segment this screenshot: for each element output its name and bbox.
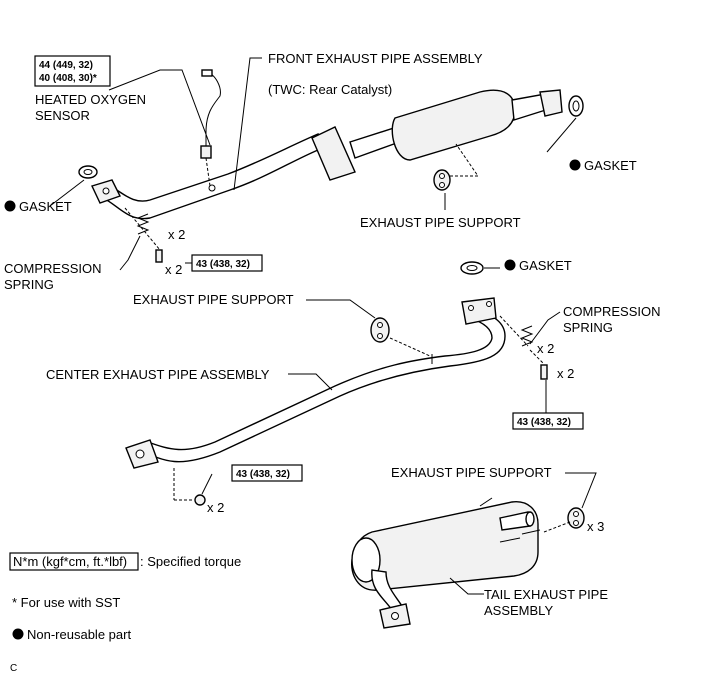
- label-twc-rear-catalyst: (TWC: Rear Catalyst): [268, 82, 392, 97]
- qty-tail-support: x 3: [587, 519, 604, 534]
- label-heated-oxygen-sensor-1: HEATED OXYGEN: [35, 92, 146, 107]
- qty-front-spring: x 2: [168, 227, 185, 242]
- label-gasket-center: GASKET: [519, 258, 572, 273]
- legend-non-reusable: Non-reusable part: [27, 627, 131, 642]
- front-exhaust-pipe-assembly: [91, 89, 563, 220]
- torque-oxygen-sensor-2: 40 (408, 30)*: [39, 73, 97, 84]
- torque-box-center-bolts: [512, 412, 584, 430]
- label-exhaust-pipe-support-front: EXHAUST PIPE SUPPORT: [360, 215, 521, 230]
- label-compression-spring-left-2: SPRING: [4, 277, 54, 292]
- legend-torque-desc: : Specified torque: [140, 554, 241, 569]
- torque-center-nuts: 43 (438, 32): [236, 469, 290, 480]
- figure-code: C: [10, 663, 17, 674]
- legend-torque-units: N*m (kgf*cm, ft.*lbf): [13, 554, 127, 569]
- label-center-exhaust-pipe-assembly: CENTER EXHAUST PIPE ASSEMBLY: [46, 367, 270, 382]
- label-compression-spring-left-1: COMPRESSION: [4, 261, 102, 276]
- torque-front-bolts: 43 (438, 32): [196, 259, 250, 270]
- label-tail-exhaust-pipe-1: TAIL EXHAUST PIPE: [484, 587, 608, 602]
- qty-center-bolt: x 2: [557, 366, 574, 381]
- gasket-front-right-leader: [546, 117, 577, 153]
- label-heated-oxygen-sensor-2: SENSOR: [35, 108, 90, 123]
- gasket-front-right-part: [568, 95, 584, 117]
- label-exhaust-pipe-support-center: EXHAUST PIPE SUPPORT: [133, 292, 294, 307]
- non-reusable-bullet-icon: [12, 628, 24, 640]
- exhaust-pipe-support-tail-part: [567, 507, 585, 529]
- label-gasket-front-left: GASKET: [19, 199, 72, 214]
- non-reusable-bullet-icon: [569, 159, 581, 171]
- legend: N*m (kgf*cm, ft.*lbf) : Specified torque…: [9, 552, 241, 642]
- label-tail-exhaust-pipe-2: ASSEMBLY: [484, 603, 553, 618]
- legend-torque-box: [9, 552, 139, 571]
- torque-box-center-nuts: [231, 464, 303, 482]
- torque-center-bolts: 43 (438, 32): [517, 417, 571, 428]
- non-reusable-bullet-icon: [4, 200, 16, 212]
- heated-oxygen-sensor: [200, 69, 221, 187]
- label-gasket-front-right: GASKET: [584, 158, 637, 173]
- qty-center-spring: x 2: [537, 341, 554, 356]
- label-exhaust-pipe-support-tail: EXHAUST PIPE SUPPORT: [391, 465, 552, 480]
- center-nut: [194, 494, 206, 506]
- gasket-front-left-leader: [49, 179, 85, 207]
- label-front-exhaust-pipe-assembly: FRONT EXHAUST PIPE ASSEMBLY: [268, 51, 483, 66]
- gasket-front-left-part: [78, 165, 98, 179]
- qty-center-nut: x 2: [207, 500, 224, 515]
- center-spring-bolt: [499, 315, 548, 380]
- gasket-center-part: [460, 261, 484, 275]
- torque-oxygen-sensor-1: 44 (449, 32): [39, 60, 93, 71]
- tail-exhaust-pipe-assembly: [351, 497, 541, 629]
- legend-sst-note: * For use with SST: [12, 595, 120, 610]
- non-reusable-bullet-icon: [504, 259, 516, 271]
- front-spring-bolt: [124, 207, 163, 263]
- center-exhaust-pipe-assembly: [125, 297, 506, 469]
- exhaust-pipe-support-front-part: [433, 169, 451, 191]
- torque-box-oxygen-sensor: [34, 55, 111, 87]
- qty-front-bolt: x 2: [165, 262, 182, 277]
- label-compression-spring-right-1: COMPRESSION: [563, 304, 661, 319]
- exhaust-pipe-support-center-part: [370, 317, 390, 343]
- label-compression-spring-right-2: SPRING: [563, 320, 613, 335]
